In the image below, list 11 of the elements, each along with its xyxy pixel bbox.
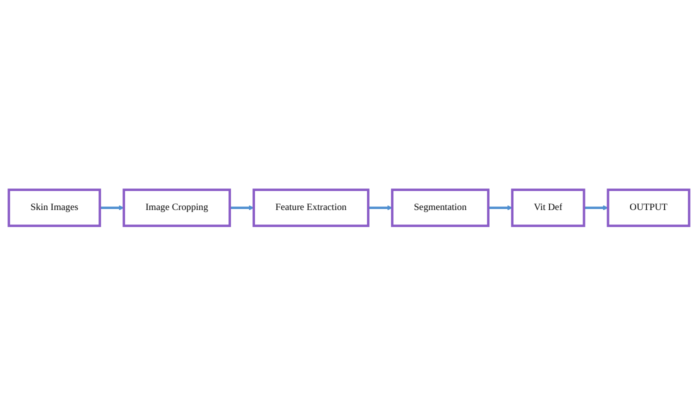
node-box: Feature Extraction xyxy=(252,188,370,228)
node-box: Skin Images xyxy=(8,188,102,228)
arrow xyxy=(230,205,254,211)
node-box: Image Cropping xyxy=(122,188,231,228)
arrow xyxy=(100,205,124,211)
node-box: Segmentation xyxy=(391,188,490,228)
node-box: Vit Def xyxy=(511,188,586,228)
arrow xyxy=(368,205,392,211)
arrow xyxy=(584,205,608,211)
node-box: OUTPUT xyxy=(606,188,690,228)
arrow xyxy=(488,205,513,211)
